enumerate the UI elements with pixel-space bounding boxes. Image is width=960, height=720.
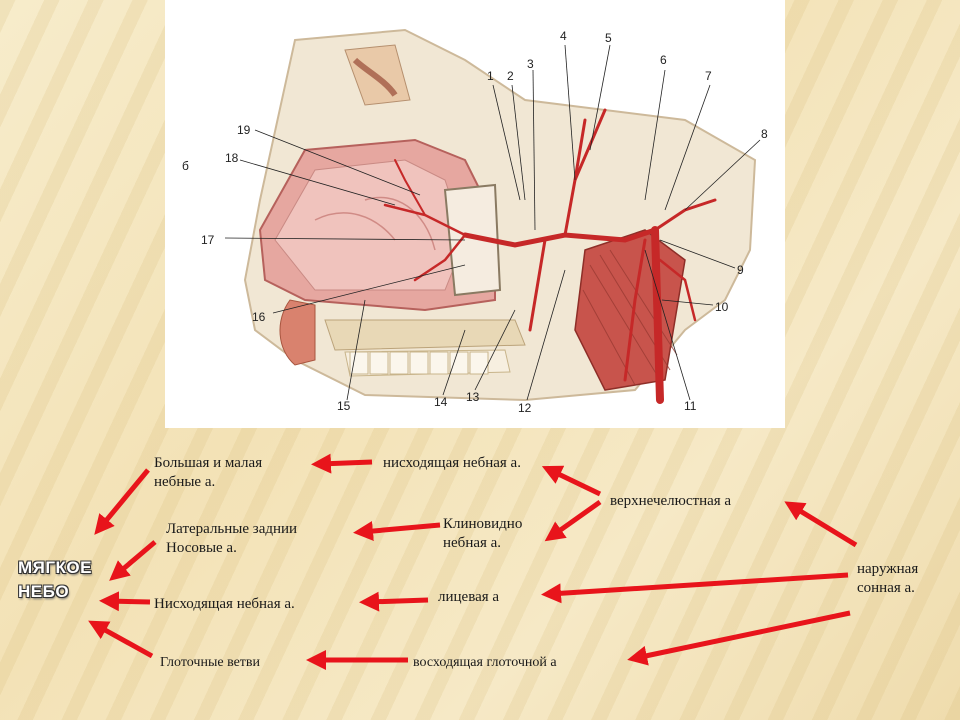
figure-number-4: 4 [560,29,567,43]
figure-number-5: 5 [605,31,612,45]
figure-number-18: 18 [225,151,239,165]
figure-number-13: 13 [466,390,480,404]
label-maxillary: верхнечелюстная а [610,493,732,509]
label-sphenopalatine-line2: небная а. [443,535,502,551]
soft-palate-line2: НЕБО [18,582,70,601]
label-lateral-posterior-nasal: Латеральные заднии Носовые а. [166,520,297,558]
figure-number-14: 14 [434,395,448,409]
anatomy-illustration: б 1 2 3 4 5 6 7 8 9 10 11 12 13 14 15 16… [182,28,768,415]
label-descending-palatine-bottom: Нисходящая небная а. [154,596,295,612]
label-sphenopalatine: Клиновидно небная а. [443,515,522,553]
panel-letter: б [182,159,189,173]
figure-number-1: 1 [487,69,494,83]
soft-palate-label: МЯГКОЕ НЕБО [18,556,92,604]
label-greater-lesser-palatine: Большая и малая небные а. [154,454,262,492]
figure-number-15: 15 [337,399,351,413]
figure-number-19: 19 [237,123,251,137]
label-sphenopalatine-line1: Клиновидно [443,516,523,532]
figure-number-8: 8 [761,127,768,141]
figure-number-10: 10 [715,300,729,314]
soft-palate-line1: МЯГКОЕ [18,558,92,577]
figure-number-12: 12 [518,401,532,415]
label-facial: лицевая а [438,589,500,605]
anatomy-figure: б 1 2 3 4 5 6 7 8 9 10 11 12 13 14 15 16… [165,0,785,428]
label-pharyngeal-branches: Глоточные ветви [160,655,261,670]
label-descending-palatine-top: нисходящая небная а. [383,455,521,471]
figure-number-7: 7 [705,69,712,83]
figure-number-6: 6 [660,53,667,67]
label-lateral-posterior-nasal-line2: Носовые а. [166,540,237,556]
figure-number-11: 11 [684,399,697,413]
figure-number-2: 2 [507,69,514,83]
figure-number-9: 9 [737,263,744,277]
label-greater-lesser-palatine-line1: Большая и малая [154,455,263,471]
label-ascending-pharyngeal: восходящая глоточной а [413,655,557,670]
figure-number-16: 16 [252,310,266,324]
label-greater-lesser-palatine-line2: небные а. [154,474,216,490]
label-external-carotid-line2: сонная а. [857,580,915,596]
label-external-carotid-line1: наружная [857,561,919,577]
label-lateral-posterior-nasal-line1: Латеральные заднии [166,521,298,537]
figure-number-17: 17 [201,233,215,247]
figure-number-3: 3 [527,57,534,71]
label-external-carotid: наружная сонная а. [857,560,918,598]
